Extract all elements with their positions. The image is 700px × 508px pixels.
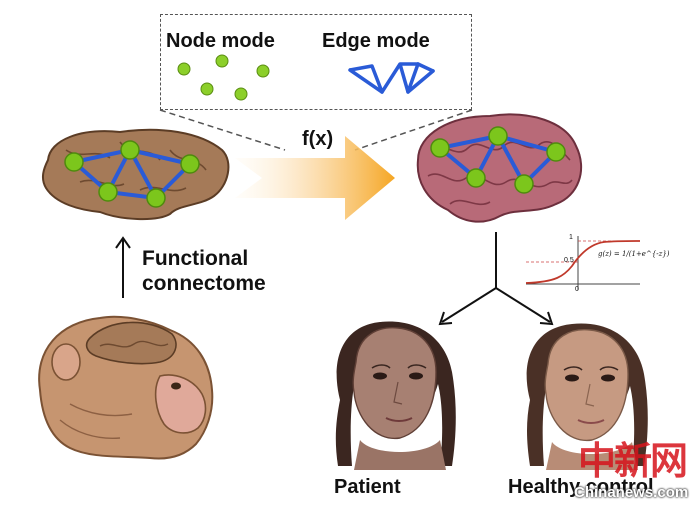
watermark-logo: 中新网 (578, 439, 688, 483)
network-node (488, 126, 508, 146)
sigmoid-formula: g(z) = 1/(1+e^{-z}) (598, 250, 670, 258)
node-dot (234, 87, 248, 101)
network-node (180, 154, 200, 174)
connectome-label: Functional connectome (142, 246, 266, 296)
edge-mode-label: Edge mode (322, 30, 430, 52)
control-label: Healthy control (508, 476, 654, 498)
connectome-line1: Functional (142, 247, 249, 270)
sigmoid-tick-zero: 0 (575, 286, 579, 293)
node-dot (177, 62, 191, 76)
network-node (98, 182, 118, 202)
connectome-line2: connectome (142, 272, 266, 295)
node-dot (256, 64, 270, 78)
watermark-site: Chinanews.com (574, 484, 689, 501)
transform-label: f(x) (302, 128, 334, 150)
network-node (546, 142, 566, 162)
patient-label: Patient (334, 476, 401, 498)
network-node (146, 188, 166, 208)
node-dot (215, 54, 229, 68)
sigmoid-tick-half: 0.5 (564, 257, 574, 264)
network-node (64, 152, 84, 172)
network-node (120, 140, 140, 160)
network-node (466, 168, 486, 188)
node-dot (200, 82, 214, 96)
network-node (514, 174, 534, 194)
node-mode-label: Node mode (166, 30, 275, 52)
sigmoid-tick-one: 1 (569, 234, 573, 241)
legend-box (160, 14, 472, 110)
network-node (430, 138, 450, 158)
